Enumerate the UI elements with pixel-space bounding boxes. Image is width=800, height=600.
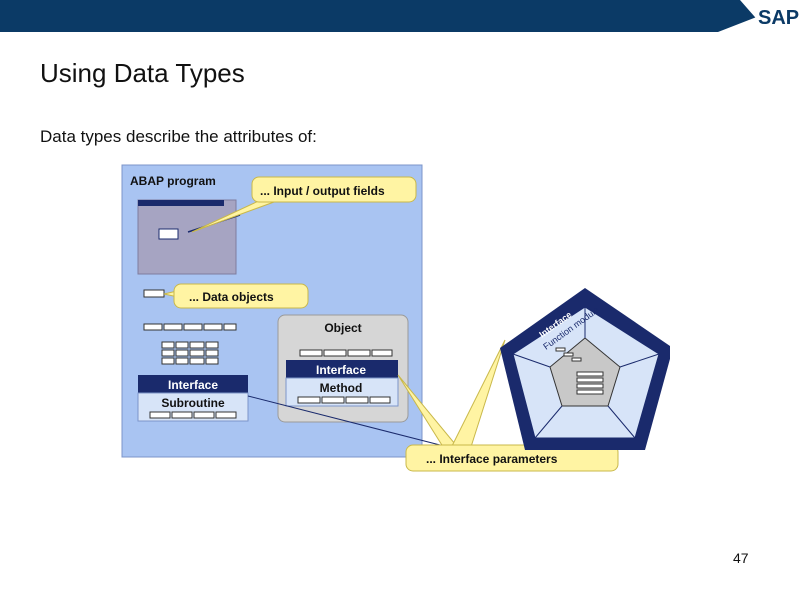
subroutine-interface-label: Interface xyxy=(168,378,218,392)
data-types-diagram: ABAP program ... Input / output fields .… xyxy=(110,160,670,480)
object-label: Object xyxy=(324,321,361,335)
slide-subtitle: Data types describe the attributes of: xyxy=(40,127,317,146)
subroutine-params xyxy=(149,411,237,419)
screen-box xyxy=(137,199,237,275)
screen-title-bar xyxy=(138,200,224,206)
callout-io-box xyxy=(251,176,417,203)
object-attributes xyxy=(299,349,393,357)
io-field xyxy=(158,228,179,240)
data-object-table xyxy=(161,341,219,365)
abap-program-label: ABAP program xyxy=(130,174,216,188)
sap-logo: SAP xyxy=(718,0,800,32)
callout-io-text: ... Input / output fields xyxy=(260,184,385,198)
object-method-label: Method xyxy=(320,381,363,395)
sap-logo-text: SAP xyxy=(758,7,799,29)
object-interface-label: Interface xyxy=(316,363,366,377)
pentagon-spokes xyxy=(512,307,660,439)
callout-params-text: ... Interface parameters xyxy=(426,452,558,466)
callout-params-pointer-fm xyxy=(449,339,506,451)
page-number: 47 xyxy=(733,550,749,566)
callout-data-text: ... Data objects xyxy=(189,290,274,304)
data-object-structure xyxy=(143,323,237,331)
slide-title: Using Data Types xyxy=(40,58,245,88)
data-object-elementary xyxy=(143,289,165,298)
subroutine-connector xyxy=(247,395,441,446)
function-module-param-icons xyxy=(555,347,582,362)
method-params xyxy=(297,396,391,404)
callout-params-box xyxy=(405,444,619,472)
subroutine-label: Subroutine xyxy=(161,396,225,410)
object-interface-bar xyxy=(286,360,398,378)
header-bar xyxy=(0,0,800,32)
callout-data-box xyxy=(173,283,309,309)
subroutine-interface-bar xyxy=(138,375,248,393)
function-module-table xyxy=(576,371,604,395)
